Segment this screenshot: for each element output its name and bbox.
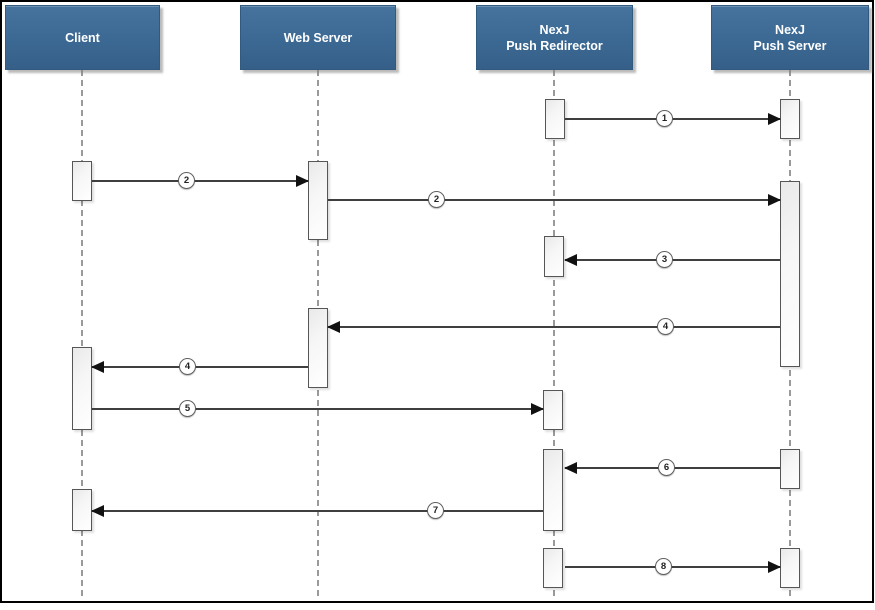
participant-label-line: Web Server xyxy=(283,30,353,45)
message-arrow-4-web-server-to-client xyxy=(91,361,308,373)
participant-header-web-server: Web Server xyxy=(240,5,396,70)
lifeline-nexj-push-redirector xyxy=(553,70,555,596)
message-number: 7 xyxy=(432,505,439,516)
activation-nexj-push-server xyxy=(780,99,800,139)
message-number-badge: 8 xyxy=(655,558,672,575)
activation-nexj-push-redirector xyxy=(543,548,563,588)
message-number: 1 xyxy=(661,113,668,124)
arrowhead-icon xyxy=(91,361,104,373)
message-number: 2 xyxy=(183,175,190,186)
arrowhead-icon xyxy=(327,321,340,333)
message-arrow-4-nexj-push-server-to-web-server xyxy=(327,321,780,333)
message-number-badge: 3 xyxy=(656,251,673,268)
arrowhead-icon xyxy=(531,403,544,415)
participant-label-line: NexJ xyxy=(539,22,570,37)
participant-label-line: Push Redirector xyxy=(506,38,603,53)
message-arrow-8-nexj-push-redirector-to-nexj-push-server xyxy=(565,561,781,573)
message-number: 2 xyxy=(433,194,440,205)
message-number-badge: 2 xyxy=(178,172,195,189)
message-number-badge: 4 xyxy=(179,358,196,375)
message-arrow-2-client-to-web-server xyxy=(92,175,309,187)
activation-nexj-push-server xyxy=(780,181,800,367)
message-number-badge: 4 xyxy=(657,318,674,335)
message-arrow-7-nexj-push-redirector-to-client xyxy=(91,505,543,517)
participant-header-client: Client xyxy=(5,5,160,70)
message-number: 4 xyxy=(184,361,191,372)
message-number-badge: 1 xyxy=(656,110,673,127)
message-number: 4 xyxy=(662,321,669,332)
lifeline-client xyxy=(81,70,83,596)
activation-client xyxy=(72,161,92,201)
message-arrow-2-web-server-to-nexj-push-server xyxy=(328,194,781,206)
participant-label-line: Client xyxy=(65,30,100,45)
arrowhead-icon xyxy=(296,175,309,187)
activation-web-server xyxy=(308,161,328,240)
message-arrow-5-client-to-nexj-push-redirector xyxy=(92,403,544,415)
message-number: 8 xyxy=(660,561,667,572)
arrowhead-icon xyxy=(768,194,781,206)
message-number-badge: 6 xyxy=(658,459,675,476)
activation-nexj-push-server xyxy=(780,449,800,489)
activation-nexj-push-redirector xyxy=(543,449,563,531)
arrowhead-icon xyxy=(768,561,781,573)
arrowhead-icon xyxy=(91,505,104,517)
message-number: 3 xyxy=(661,254,668,265)
activation-nexj-push-server xyxy=(780,548,800,588)
message-number: 6 xyxy=(663,462,670,473)
activation-nexj-push-redirector xyxy=(545,99,565,139)
activation-client xyxy=(72,347,92,430)
arrowhead-icon xyxy=(564,462,577,474)
message-number-badge: 7 xyxy=(427,502,444,519)
message-number-badge: 2 xyxy=(428,191,445,208)
participant-label-line: NexJ xyxy=(775,22,805,37)
activation-nexj-push-redirector xyxy=(544,236,564,277)
activation-web-server xyxy=(308,308,328,388)
activation-client xyxy=(72,489,92,531)
message-number: 5 xyxy=(184,403,191,414)
participant-label-line: Push Server xyxy=(753,38,827,53)
message-number-badge: 5 xyxy=(179,400,196,417)
arrowhead-icon xyxy=(768,113,781,125)
activation-nexj-push-redirector xyxy=(543,390,563,430)
arrowhead-icon xyxy=(564,254,577,266)
